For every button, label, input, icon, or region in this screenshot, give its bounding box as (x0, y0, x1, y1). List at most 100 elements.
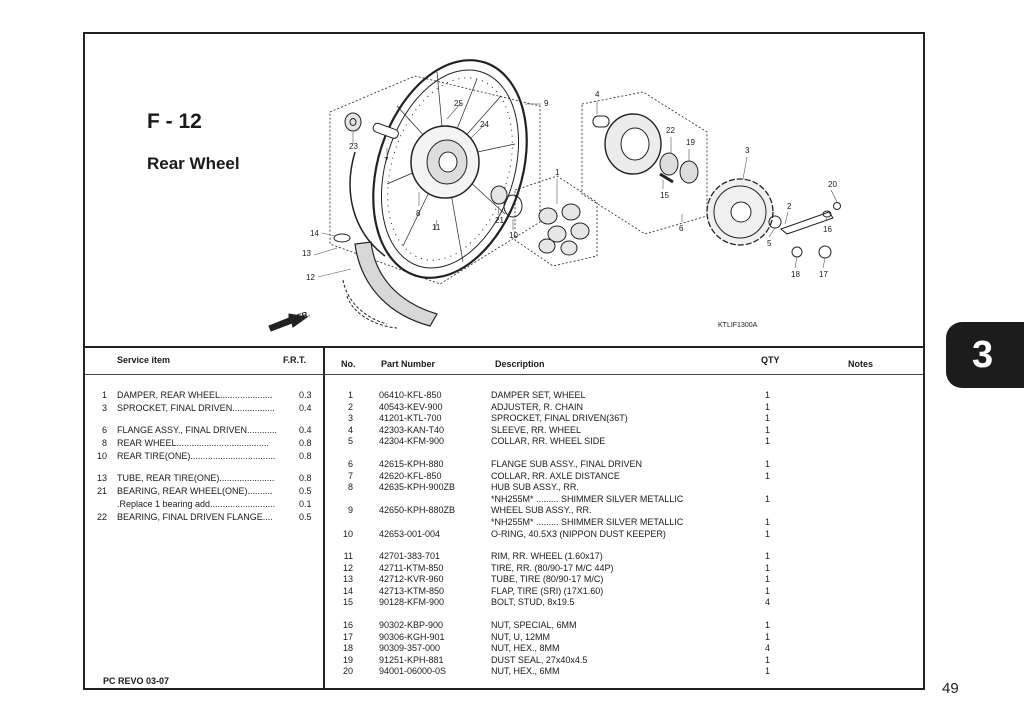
parts-row-description: O-RING, 40.5X3 (NIPPON DUST KEEPER) (491, 528, 666, 539)
callout-label: 22 (666, 126, 675, 135)
parts-row-no: 3 (347, 413, 353, 424)
parts-row-part-number: 94001-06000-0S (379, 666, 447, 677)
parts-row-no: 4 (347, 424, 353, 435)
parts-row-part-number: 42615-KPH-880 (379, 459, 444, 469)
callout-label: 15 (660, 191, 669, 200)
service-row-frt: 0.5 (299, 486, 312, 496)
parts-row-no: 9 (347, 505, 353, 516)
parts-row-no: 8 (347, 482, 353, 493)
service-row-item: BEARING, FINAL DRIVEN FLANGE.... (117, 512, 273, 522)
callout-label: 19 (686, 138, 695, 147)
parts-row-no: 16 (342, 620, 353, 630)
parts-row-no: 5 (347, 436, 353, 447)
callout-label: 25 (454, 99, 463, 108)
parts-row-part-number: 90128-KFM-900 (379, 597, 445, 608)
service-row-item: BEARING, REAR WHEEL(ONE).......... (117, 486, 273, 496)
parts-row-qty: 4 (765, 643, 771, 654)
service-row-no: 21 (96, 486, 107, 496)
chapter-tab: 3 (946, 322, 1024, 388)
service-row-item: SPROCKET, FINAL DRIVEN................. (117, 403, 275, 413)
service-row-no: 6 (101, 425, 107, 435)
header-description: Description (495, 359, 545, 369)
parts-row-qty: 1 (765, 459, 771, 469)
parts-row-description: HUB SUB ASSY., RR. (491, 482, 579, 493)
parts-row-qty: 1 (765, 401, 771, 412)
parts-row-description: *NH255M* ......... SHIMMER SILVER METALL… (491, 493, 684, 504)
parts-row-part-number: 42712-KVR-960 (379, 574, 444, 585)
parts-row-qty: 1 (765, 562, 771, 573)
parts-row-qty: 4 (765, 597, 771, 608)
parts-row-qty: 1 (765, 620, 771, 630)
header-part-number: Part Number (381, 359, 436, 369)
parts-row-no: 11 (343, 551, 353, 561)
parts-row-part-number: 42304-KFM-900 (379, 436, 445, 447)
parts-row-qty: 1 (765, 517, 771, 527)
parts-row-part-number: 90302-KBP-900 (379, 620, 444, 630)
service-row-item: REAR TIRE(ONE)..........................… (117, 451, 276, 461)
callout-label: 16 (823, 225, 832, 234)
callout-label: 20 (828, 180, 837, 189)
callout-label: 18 (791, 270, 800, 279)
parts-row-part-number: 42635-KPH-900ZB (379, 482, 456, 493)
parts-row-description: RIM, RR. WHEEL (1.60x17) (491, 551, 603, 561)
header-divider (323, 374, 923, 375)
parts-row-qty: 1 (765, 666, 771, 677)
parts-row-qty: 1 (765, 631, 771, 642)
parts-row-part-number: 42653-001-004 (379, 528, 441, 539)
service-row-item: .Replace 1 bearing add..................… (117, 499, 276, 509)
parts-row-part-number: 42620-KFL-850 (379, 470, 442, 481)
parts-row-no: 20 (342, 666, 353, 677)
parts-row-no: 17 (342, 631, 353, 642)
callout-label: 2 (787, 202, 792, 211)
parts-row-description: WHEEL SUB ASSY., RR. (491, 505, 592, 516)
service-row-item: FLANGE ASSY., FINAL DRIVEN............ (117, 425, 278, 435)
parts-row-part-number: 42650-KPH-880ZB (379, 505, 456, 516)
service-row-item: REAR WHEEL..............................… (117, 438, 270, 448)
parts-row-description: NUT, SPECIAL, 6MM (491, 620, 577, 630)
callout-label: 23 (349, 142, 358, 151)
header-no: No. (341, 359, 356, 369)
parts-row-description: DAMPER SET, WHEEL (491, 390, 586, 400)
parts-row-no: 15 (342, 597, 353, 608)
service-row-item: TUBE, REAR TIRE(ONE)....................… (117, 473, 275, 483)
parts-row-description: ADJUSTER, R. CHAIN (491, 401, 584, 412)
model-footer: PC REVO 03-07 (103, 676, 170, 686)
parts-row-description: TIRE, RR. (80/90-17 M/C 44P) (491, 562, 614, 573)
header-qty: QTY (761, 355, 780, 365)
page-number: 49 (942, 680, 959, 697)
header-notes: Notes (848, 359, 874, 369)
parts-row-qty: 1 (765, 654, 771, 665)
parts-row-description: SPROCKET, FINAL DRIVEN(36T) (491, 413, 628, 424)
parts-row-description: NUT, HEX., 6MM (491, 666, 560, 677)
service-row-frt: 0.8 (299, 451, 312, 461)
parts-row-no: 10 (342, 528, 353, 539)
parts-row-no: 14 (342, 585, 353, 596)
service-row-no: 8 (101, 438, 107, 448)
callout-label: 4 (595, 90, 600, 99)
parts-row-part-number: 42303-KAN-T40 (379, 424, 445, 435)
callout-label: 17 (819, 270, 828, 279)
parts-row-description: BOLT, STUD, 8x19.5 (491, 597, 575, 608)
service-row-no: 13 (96, 473, 107, 483)
parts-row-qty: 1 (765, 574, 771, 585)
service-row-frt: 0.4 (299, 403, 312, 413)
parts-row-qty: 1 (765, 424, 771, 435)
callout-label: 5 (767, 239, 772, 248)
parts-row-qty: 1 (765, 493, 771, 504)
parts-row-description: TUBE, TIRE (80/90-17 M/C) (491, 574, 604, 585)
parts-row-part-number: 42713-KTM-850 (379, 585, 445, 596)
service-row-no: 22 (96, 512, 107, 522)
header-frt: F.R.T. (283, 355, 307, 365)
callout-label: 7 (384, 156, 389, 165)
callout-label: 24 (480, 120, 489, 129)
callout-label: 8 (416, 209, 421, 218)
parts-row-qty: 1 (765, 390, 771, 400)
parts-row-no: 18 (342, 643, 353, 654)
parts-row-qty: 1 (765, 470, 771, 481)
service-row-frt: 0.1 (299, 499, 312, 509)
service-row-no: 1 (101, 390, 107, 400)
callout-label: 6 (679, 224, 684, 233)
parts-row-description: *NH255M* ......... SHIMMER SILVER METALL… (491, 517, 684, 527)
